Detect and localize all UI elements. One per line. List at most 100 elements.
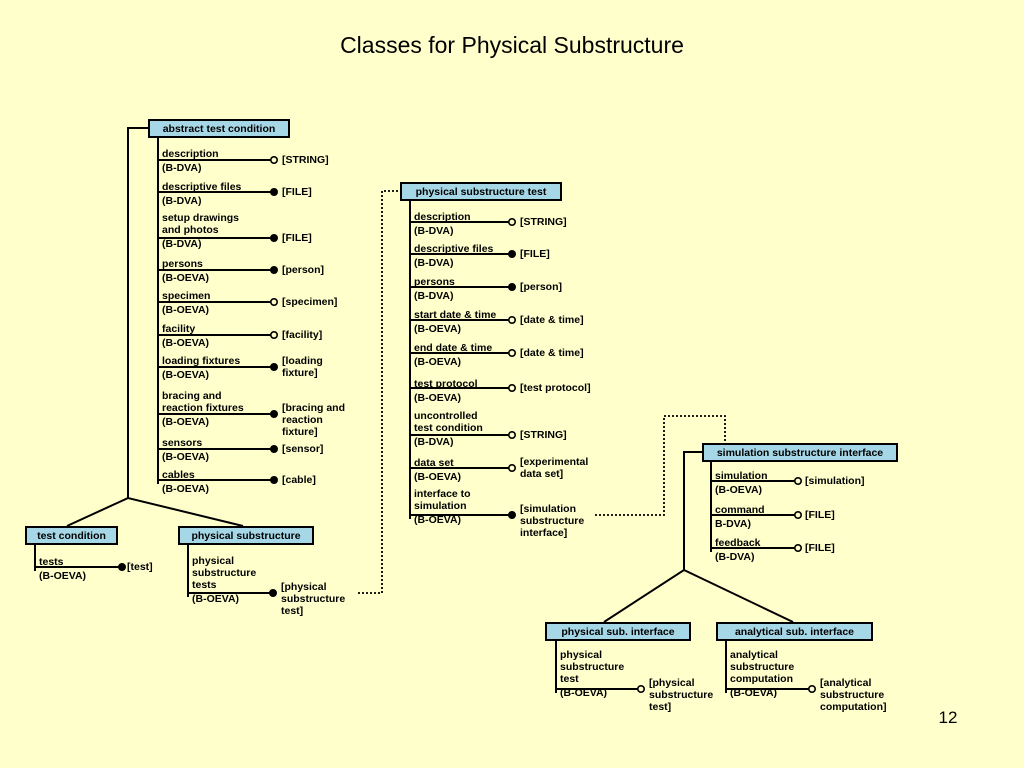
filled-terminal-dot	[507, 282, 516, 291]
attribute-name: interface to simulation	[414, 488, 471, 512]
attribute-name: physical substructure tests	[192, 555, 257, 591]
open-terminal-dot	[507, 383, 516, 392]
attribute-value-type: [physical substructure test]	[281, 581, 346, 617]
attribute-name: physical substructure test	[560, 649, 625, 685]
filled-terminal-dot	[269, 475, 278, 484]
attribute-type: (B-OEVA)	[715, 484, 763, 496]
attribute-name: feedback	[715, 537, 761, 549]
attribute-type: (B-OEVA)	[414, 356, 462, 368]
open-terminal-dot	[793, 510, 802, 519]
filled-terminal-dot	[269, 265, 278, 274]
attribute-value-type: [STRING]	[282, 154, 329, 166]
attribute-name: bracing and reaction fixtures	[162, 390, 244, 414]
filled-terminal-dot	[507, 510, 516, 519]
open-terminal-dot	[507, 463, 516, 472]
attribute-value-type: [FILE]	[805, 542, 835, 554]
open-terminal-dot	[269, 297, 278, 306]
attribute-type: B-DVA)	[715, 518, 751, 530]
attribute-type: (B-DVA)	[414, 225, 454, 237]
attribute-name: tests	[39, 556, 64, 568]
abstract-test-condition-class-box: abstract test condition	[148, 119, 290, 138]
attribute-type: (B-OEVA)	[162, 369, 210, 381]
attribute-name: description	[414, 211, 471, 223]
attribute-type: (B-OEVA)	[414, 323, 462, 335]
attribute-value-type: [bracing and reaction fixture]	[282, 402, 346, 438]
open-terminal-dot	[793, 543, 802, 552]
attribute-value-type: [date & time]	[520, 347, 584, 359]
attribute-type: (B-OEVA)	[162, 483, 210, 495]
attribute-value-type: [analytical substructure computation]	[820, 677, 887, 713]
physical-substructure-test-class-box: physical substructure test	[400, 182, 562, 201]
page-number: 12	[938, 708, 958, 727]
open-terminal-dot	[807, 684, 816, 693]
attribute-value-type: [physical substructure test]	[649, 677, 714, 713]
open-terminal-dot	[507, 315, 516, 324]
attribute-name: end date & time	[414, 342, 493, 354]
attribute-value-type: [date & time]	[520, 314, 584, 326]
attribute-type: (B-OEVA)	[414, 392, 462, 404]
filled-terminal-dot	[269, 188, 278, 197]
attribute-name: specimen	[162, 290, 211, 302]
analytical-sub-interface-class-box: analytical sub. interface	[716, 622, 873, 641]
attribute-name: uncontrolled test condition	[414, 410, 483, 434]
open-terminal-dot	[793, 476, 802, 485]
filled-terminal-dot	[269, 444, 278, 453]
attribute-type: (B-DVA)	[715, 551, 755, 563]
interface-tree-stem	[683, 451, 702, 570]
open-terminal-dot	[269, 330, 278, 339]
filled-terminal-dot	[507, 250, 516, 259]
filled-terminal-dot	[269, 409, 278, 418]
attribute-value-type: [STRING]	[520, 216, 567, 228]
attribute-value-type: [test protocol]	[520, 382, 591, 394]
attribute-name: setup drawings and photos	[162, 212, 240, 236]
attribute-type: (B-OEVA)	[162, 304, 210, 316]
attribute-type: (B-OEVA)	[414, 514, 462, 526]
attribute-value-type: [sensor]	[282, 443, 324, 455]
attribute-type: (B-DVA)	[162, 162, 202, 174]
physical-substructure-class-box: physical substructure	[178, 526, 314, 545]
attribute-value-type: [STRING]	[520, 429, 567, 441]
test-condition-class-box: test condition	[25, 526, 118, 545]
attribute-name: persons	[162, 258, 203, 270]
attribute-type: (B-DVA)	[414, 436, 454, 448]
attribute-value-type: [FILE]	[805, 509, 835, 521]
physical-sub-interface-class-box: physical sub. interface	[545, 622, 691, 641]
filled-terminal-dot	[118, 562, 127, 571]
attribute-value-type: [FILE]	[282, 232, 312, 244]
attribute-type: (B-OEVA)	[730, 687, 778, 699]
attribute-type: (B-DVA)	[414, 257, 454, 269]
simulation-substructure-interface-class-box: simulation substructure interface	[702, 443, 898, 462]
attribute-value-type: [facility]	[282, 329, 323, 341]
attribute-type: (B-OEVA)	[162, 416, 210, 428]
attribute-type: (B-OEVA)	[560, 687, 608, 699]
attribute-name: facility	[162, 323, 196, 335]
attribute-name: command	[715, 504, 765, 516]
attribute-value-type: [specimen]	[282, 296, 338, 308]
attribute-type: (B-DVA)	[414, 290, 454, 302]
attribute-type: (B-DVA)	[162, 195, 202, 207]
attribute-value-type: [simulation]	[805, 475, 865, 487]
attribute-value-type: [FILE]	[520, 248, 550, 260]
attribute-name: description	[162, 148, 219, 160]
abstract-class-tree-stem	[127, 127, 148, 498]
attribute-value-type: [experimental data set]	[520, 456, 589, 480]
filled-terminal-dot	[269, 362, 278, 371]
reference-simulation-interface	[595, 415, 726, 516]
attribute-name: persons	[414, 276, 455, 288]
filled-terminal-dot	[268, 588, 277, 597]
attribute-type: (B-OEVA)	[414, 471, 462, 483]
open-terminal-dot	[507, 218, 516, 227]
attribute-type: (B-DVA)	[162, 238, 202, 250]
attribute-value-type: [test]	[127, 561, 153, 573]
attribute-type: (B-OEVA)	[192, 593, 240, 605]
attribute-type: (B-OEVA)	[162, 337, 210, 349]
attribute-value-type: [cable]	[282, 474, 316, 486]
attribute-name: descriptive files	[414, 243, 494, 255]
subclass-branch-lines	[66, 496, 244, 527]
attribute-name: loading fixtures	[162, 355, 241, 367]
attribute-name: cables	[162, 469, 195, 481]
attribute-type: (B-OEVA)	[39, 570, 87, 582]
attribute-name: test protocol	[414, 378, 478, 390]
